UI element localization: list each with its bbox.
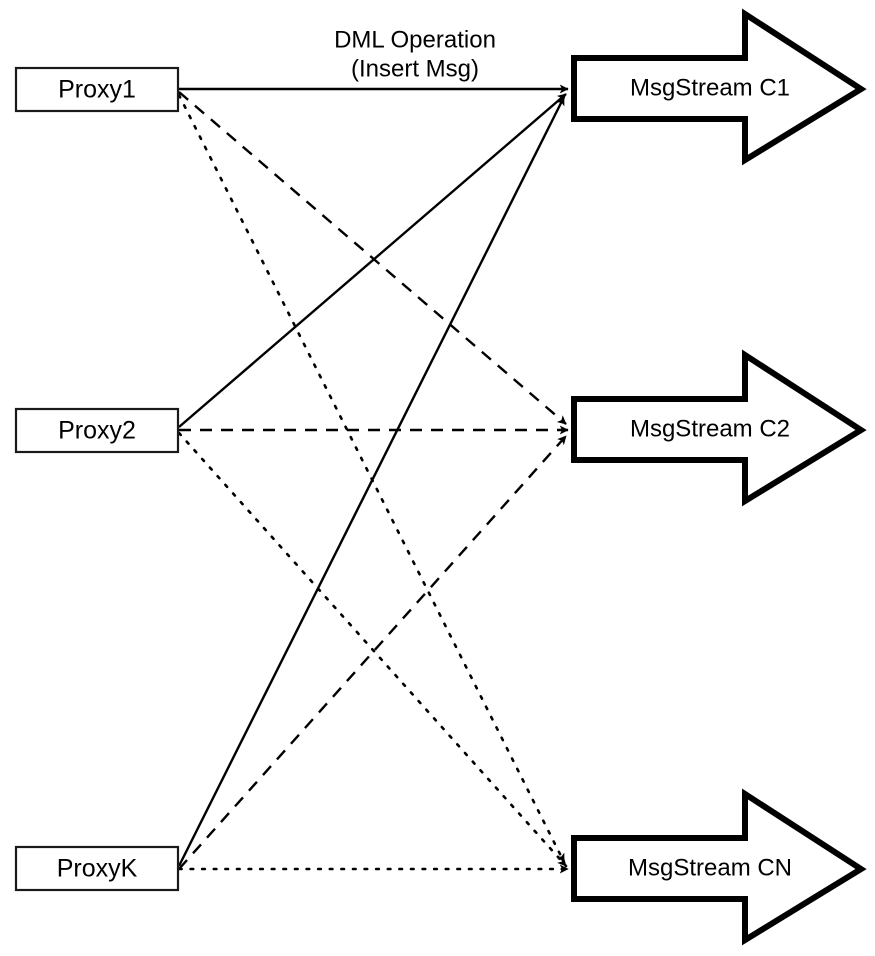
node-proxy1-rect[interactable] [14, 66, 180, 113]
link-proxyk-to-stream-c2 [178, 435, 567, 870]
node-proxyk-label: ProxyK [57, 855, 138, 883]
node-stream-c1-shape[interactable] [571, 8, 867, 166]
node-stream-c2-shape[interactable] [571, 349, 867, 507]
node-stream-c2-label: MsgStream C2 [630, 415, 790, 442]
edge-label-line-1: DML Operation [334, 26, 496, 53]
node-stream-cn-shape[interactable] [571, 788, 867, 946]
link-proxy1-to-stream-cn [177, 93, 566, 864]
link-proxy2-to-stream-cn [177, 431, 568, 868]
stream-nodes-layer: MsgStream C1 MsgStream C2 MsgStream CN [571, 8, 867, 946]
node-proxy1[interactable]: Proxy1 [14, 66, 180, 113]
edge-label-line-2: (Insert Msg) [351, 55, 479, 82]
node-proxy2[interactable]: Proxy2 [14, 407, 180, 454]
node-stream-c1[interactable]: MsgStream C1 [571, 8, 867, 166]
node-stream-c2[interactable]: MsgStream C2 [571, 349, 867, 507]
node-stream-cn-label: MsgStream CN [628, 854, 792, 881]
node-proxyk-rect[interactable] [14, 845, 180, 892]
node-stream-cn[interactable]: MsgStream CN [571, 788, 867, 946]
node-proxy2-label: Proxy2 [58, 417, 136, 445]
link-proxy2-to-stream-c1 [178, 93, 567, 428]
edge-label-dml-operation: DML Operation (Insert Msg) [334, 26, 496, 82]
links-layer [177, 84, 570, 874]
node-proxy1-label: Proxy1 [58, 76, 136, 104]
proxy-nodes-layer: Proxy1 Proxy2 ProxyK [14, 66, 180, 892]
link-proxy1-to-stream-c2 [178, 91, 567, 425]
node-stream-c1-label: MsgStream C1 [630, 74, 790, 101]
node-proxy2-rect[interactable] [14, 407, 180, 454]
node-proxyk[interactable]: ProxyK [14, 845, 180, 892]
link-proxyk-to-stream-c1 [177, 96, 566, 867]
